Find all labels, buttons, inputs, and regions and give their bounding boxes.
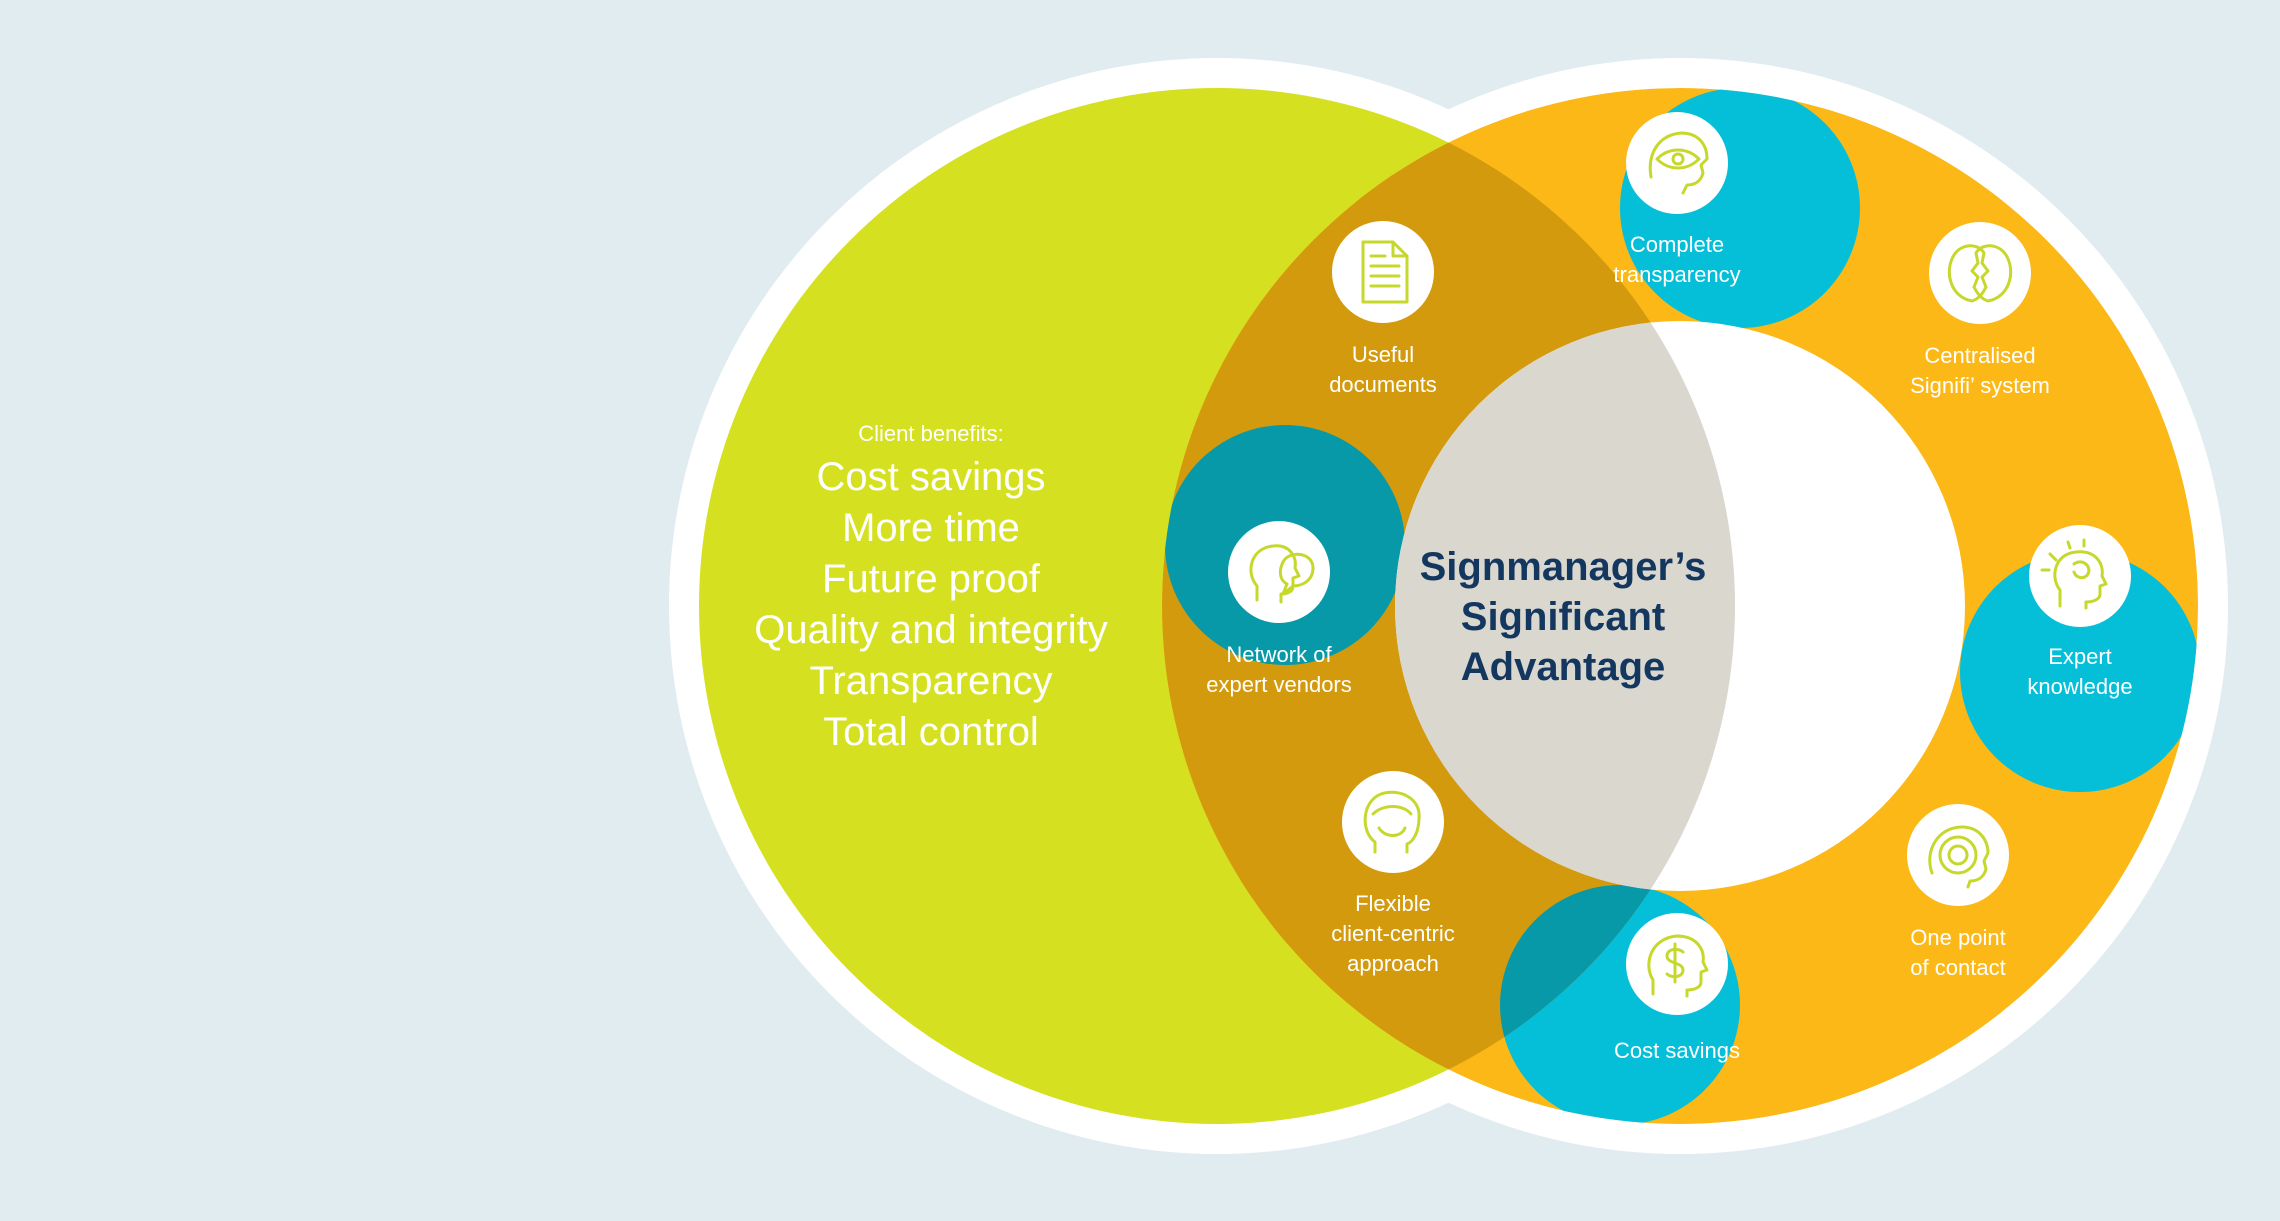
benefit-item: More time xyxy=(842,506,1020,550)
center-title-line: Significant xyxy=(1461,595,1665,639)
benefit-item: Transparency xyxy=(809,659,1052,703)
ring-segment xyxy=(1862,252,2102,492)
target-head-icon xyxy=(1928,825,1990,889)
benefit-item: Total control xyxy=(823,710,1039,754)
benefits-heading: Client benefits: xyxy=(858,421,1004,446)
ring-segment xyxy=(1960,552,2198,792)
speech-heads-icon xyxy=(1249,544,1315,604)
document-icon xyxy=(1361,240,1409,304)
idea-head-icon xyxy=(2040,538,2108,610)
feature-label: Cost savings xyxy=(1614,1038,1740,1063)
face-icon xyxy=(1363,790,1421,854)
two-heads-icon xyxy=(1947,244,2013,303)
center-overlap xyxy=(1395,321,1735,891)
feature-icon-badge xyxy=(1332,221,1434,323)
dollar-head-icon xyxy=(1647,934,1709,998)
center-title-line: Advantage xyxy=(1461,645,1666,689)
feature-icon-badge xyxy=(1929,222,2031,324)
benefit-item: Cost savings xyxy=(817,455,1046,499)
feature-node: Cost savings xyxy=(1614,913,1740,1063)
feature-icon-badge xyxy=(1907,804,2009,906)
benefit-item: Future proof xyxy=(822,557,1041,601)
benefit-item: Quality and integrity xyxy=(754,608,1108,652)
eye-head-icon xyxy=(1648,131,1709,195)
feature-icon-badge xyxy=(1342,771,1444,873)
center-title-line: Signmanager’s xyxy=(1420,545,1707,589)
